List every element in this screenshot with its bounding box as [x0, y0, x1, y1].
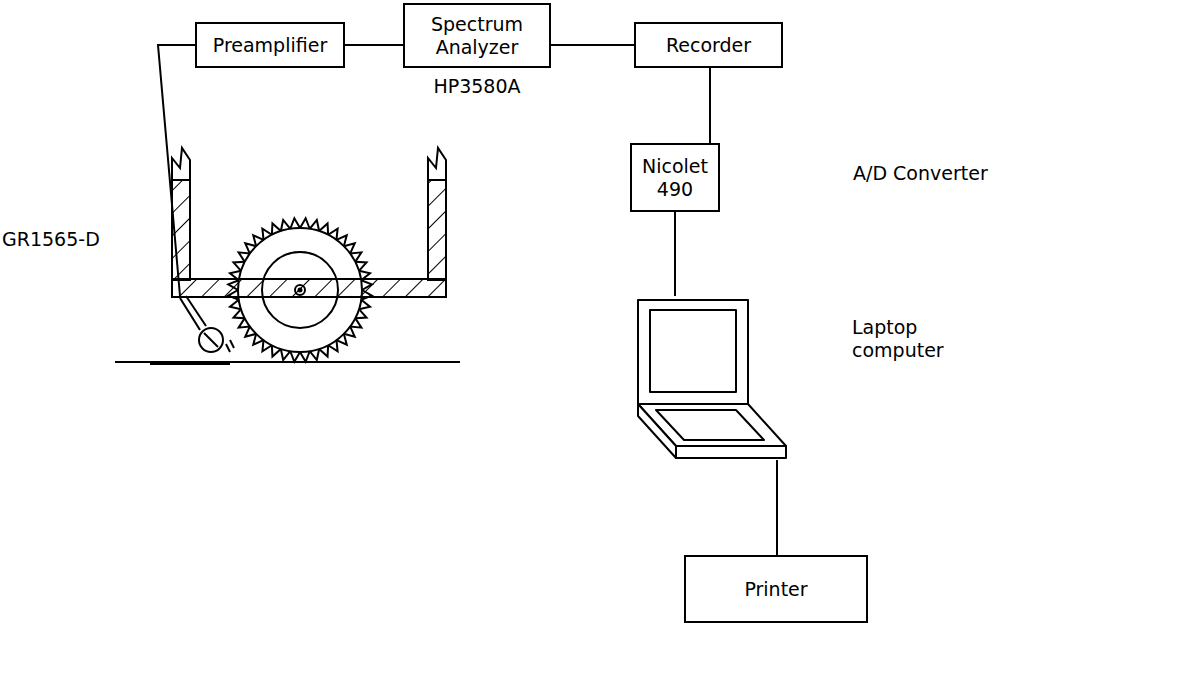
part-label: A/D Converter: [853, 162, 988, 185]
box-label: Recorder: [666, 34, 751, 57]
signal-line: [710, 68, 711, 143]
part-label: GR1565-D: [2, 228, 100, 251]
box-label: Printer: [744, 578, 807, 601]
preamplifier-box: Preamplifier: [195, 22, 345, 68]
signal-line: [674, 212, 676, 296]
signal-line: [551, 44, 634, 46]
signal-line: [776, 460, 778, 555]
cart: [115, 45, 460, 364]
model-number: HP3580A: [433, 75, 520, 98]
analyzer-box: Spectrum AnalyzerHP3580A: [403, 3, 551, 68]
printer-box: Printer: [684, 555, 868, 623]
signal-line: [345, 45, 403, 46]
signal-line: [345, 44, 403, 46]
signal-line: [709, 68, 711, 143]
signal-line: [777, 460, 778, 555]
box-label: Preamplifier: [213, 34, 327, 57]
signal-line: [551, 45, 634, 46]
box-label: Nicolet 490: [640, 155, 710, 201]
box-label: Spectrum Analyzer: [413, 13, 541, 59]
device-label: Laptop computer: [852, 316, 962, 362]
recorder-box: Recorder: [634, 22, 783, 68]
laptop-icon: Laptop computer: [636, 296, 788, 460]
signal-line: [675, 212, 676, 296]
converter-box: Nicolet 490: [630, 143, 720, 212]
laptop-drawing: [636, 296, 788, 546]
